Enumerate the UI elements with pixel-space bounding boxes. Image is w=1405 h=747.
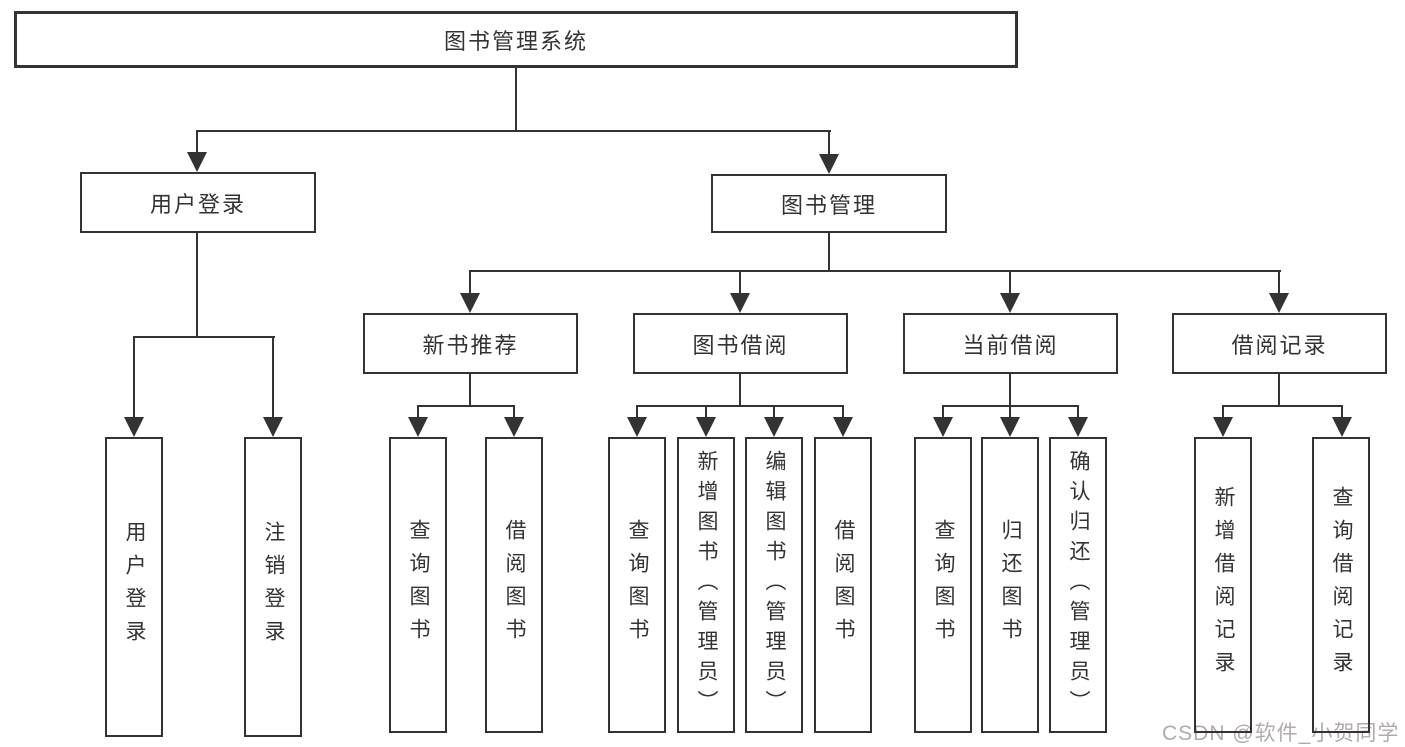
arrow-down-icon — [408, 417, 428, 437]
connector-root-stem — [515, 68, 517, 132]
node-borrow-records-label: 借阅记录 — [1231, 332, 1328, 358]
node-user-login-label: 用户登录 — [149, 191, 246, 217]
connector-borrow-records-stem — [1278, 373, 1280, 407]
node-root: 图书管理系统 — [14, 11, 1018, 68]
connector-drop — [417, 405, 419, 420]
arrow-down-icon — [1000, 293, 1020, 313]
leaf-query-books-label: 查询图书 — [932, 519, 955, 651]
node-user-login: 用户登录 — [80, 172, 316, 233]
csdn-watermark: CSDN @软件_小贺同学 — [1162, 722, 1400, 745]
connector-book-borrow-split — [636, 405, 844, 407]
leaf-add-books-admin-label: 新增图书（管理员） — [695, 450, 718, 720]
leaf-query-books-2: 查询图书 — [608, 437, 666, 733]
leaf-edit-books-admin: 编辑图书（管理员） — [745, 437, 803, 733]
connector-book-mgmt-stem — [828, 233, 830, 272]
node-book-management: 图书管理 — [711, 174, 947, 233]
leaf-query-books-label: 查询图书 — [407, 519, 430, 651]
leaf-confirm-return-admin-label: 确认归还（管理员） — [1067, 450, 1090, 720]
connector-current-borrow-stem — [1009, 373, 1011, 407]
connector-drop-borrow-records — [1278, 270, 1280, 296]
node-book-borrow: 图书借阅 — [633, 313, 848, 374]
connector-drop — [1009, 405, 1011, 420]
connector-new-books-stem — [469, 373, 471, 407]
connector-drop-new-books — [469, 270, 471, 296]
node-new-book-recommend: 新书推荐 — [363, 313, 578, 374]
connector-drop-current-borrow — [1009, 270, 1011, 296]
leaf-query-borrow-record: 查询借阅记录 — [1312, 437, 1370, 733]
connector-drop — [842, 405, 844, 420]
arrow-down-icon — [730, 293, 750, 313]
leaf-query-books-3: 查询图书 — [914, 437, 972, 733]
connector-drop — [513, 405, 515, 420]
connector-book-borrow-stem — [739, 373, 741, 407]
arrow-down-icon — [833, 417, 853, 437]
node-book-borrow-label: 图书借阅 — [692, 332, 789, 358]
leaf-logout-label: 注销登录 — [262, 521, 285, 653]
leaf-return-books: 归还图书 — [981, 437, 1039, 733]
arrow-down-icon — [1213, 417, 1233, 437]
arrow-down-icon — [1000, 417, 1020, 437]
leaf-query-borrow-record-label: 查询借阅记录 — [1330, 486, 1353, 684]
node-root-label: 图书管理系统 — [443, 28, 588, 54]
leaf-borrow-books-label: 借阅图书 — [832, 519, 855, 651]
arrow-down-icon — [696, 417, 716, 437]
arrow-down-icon — [1332, 417, 1352, 437]
connector-drop — [773, 405, 775, 420]
connector-user-login-stem — [196, 232, 198, 338]
node-new-book-recommend-label: 新书推荐 — [422, 332, 519, 358]
connector-drop — [705, 405, 707, 420]
connector-drop — [1077, 405, 1079, 420]
arrow-down-icon — [187, 152, 207, 172]
connector-borrow-records-split — [1222, 405, 1343, 407]
arrow-down-icon — [460, 293, 480, 313]
arrow-down-icon — [819, 154, 839, 174]
leaf-add-borrow-record-label: 新增借阅记录 — [1212, 486, 1235, 684]
leaf-add-books-admin: 新增图书（管理员） — [677, 437, 735, 733]
leaf-borrow-books-1: 借阅图书 — [485, 437, 543, 733]
leaf-user-login: 用户登录 — [105, 437, 163, 737]
arrow-down-icon — [764, 417, 784, 437]
connector-user-login-split — [133, 336, 275, 338]
leaf-return-books-label: 归还图书 — [999, 519, 1022, 651]
leaf-add-borrow-record: 新增借阅记录 — [1194, 437, 1252, 733]
arrow-down-icon — [124, 417, 144, 437]
connector-drop — [1222, 405, 1224, 420]
leaf-query-books-1: 查询图书 — [389, 437, 447, 733]
leaf-user-login-label: 用户登录 — [123, 521, 146, 653]
arrow-down-icon — [263, 417, 283, 437]
arrow-down-icon — [504, 417, 524, 437]
connector-drop — [942, 405, 944, 420]
node-current-borrow-label: 当前借阅 — [962, 332, 1059, 358]
connector-drop — [636, 405, 638, 420]
arrow-down-icon — [1269, 293, 1289, 313]
connector-drop-user-login — [196, 130, 198, 155]
arrow-down-icon — [627, 417, 647, 437]
node-current-borrow: 当前借阅 — [903, 313, 1118, 374]
connector-drop — [1341, 405, 1343, 420]
node-book-management-label: 图书管理 — [780, 192, 877, 218]
arrow-down-icon — [933, 417, 953, 437]
connector-drop-book-borrow — [739, 270, 741, 296]
arrow-down-icon — [1068, 417, 1088, 437]
connector-root-split — [196, 130, 831, 132]
connector-drop-logout-leaf — [272, 336, 274, 420]
connector-drop-book-mgmt — [828, 130, 830, 157]
leaf-confirm-return-admin: 确认归还（管理员） — [1049, 437, 1107, 733]
leaf-borrow-books-label: 借阅图书 — [503, 519, 526, 651]
leaf-borrow-books-2: 借阅图书 — [814, 437, 872, 733]
node-borrow-records: 借阅记录 — [1172, 313, 1387, 374]
connector-book-mgmt-split — [469, 270, 1281, 272]
leaf-logout: 注销登录 — [244, 437, 302, 737]
leaf-query-books-label: 查询图书 — [626, 519, 649, 651]
connector-drop-login-leaf — [133, 336, 135, 420]
leaf-edit-books-admin-label: 编辑图书（管理员） — [763, 450, 786, 720]
connector-new-books-split — [417, 405, 515, 407]
